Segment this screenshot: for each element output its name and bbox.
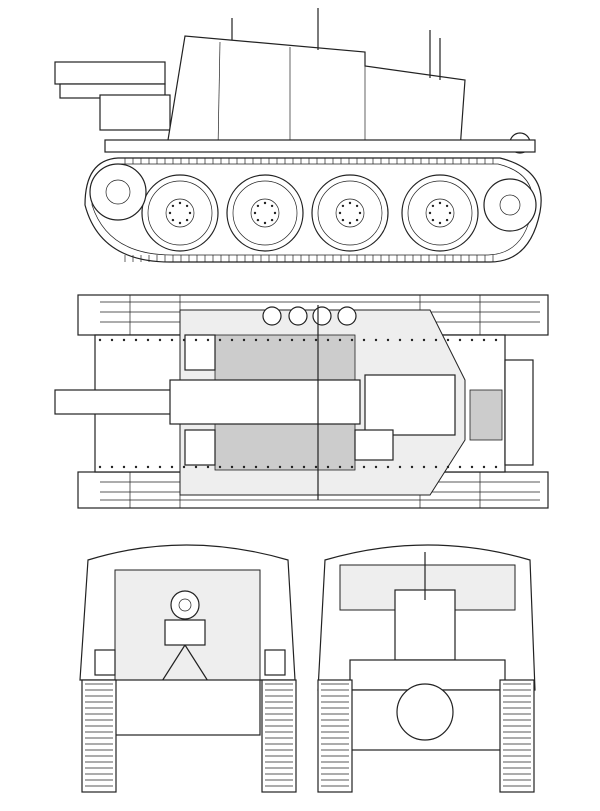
drive-sprocket [89, 163, 147, 221]
track [84, 157, 542, 263]
front-hull [114, 679, 261, 736]
gun-mount [99, 94, 171, 131]
front-track-left [81, 679, 117, 793]
rear-track-right [499, 679, 535, 793]
rear-exhaust [504, 359, 534, 466]
gun-muzzle [170, 590, 200, 620]
radiator-grille [469, 389, 503, 441]
road-wheel [311, 174, 389, 252]
side-view [54, 8, 542, 263]
superstructure [167, 35, 466, 151]
road-wheel [141, 174, 219, 252]
engine-deck [364, 374, 456, 436]
road-wheel [401, 174, 479, 252]
rear-track-left [317, 679, 353, 793]
idler-wheel [483, 178, 537, 232]
top-view [54, 294, 549, 509]
front-track-right [261, 679, 297, 793]
gun-breech [169, 379, 361, 425]
rear-view [317, 544, 536, 793]
rear-access-hatch [396, 683, 454, 741]
rear-gun-box [394, 589, 456, 661]
seat-driver [354, 429, 394, 461]
seat-right [184, 429, 216, 466]
front-view [79, 544, 297, 793]
road-wheel [226, 174, 304, 252]
seat-left [184, 334, 216, 371]
hull-fender [104, 139, 536, 153]
gun-barrel [54, 61, 166, 85]
